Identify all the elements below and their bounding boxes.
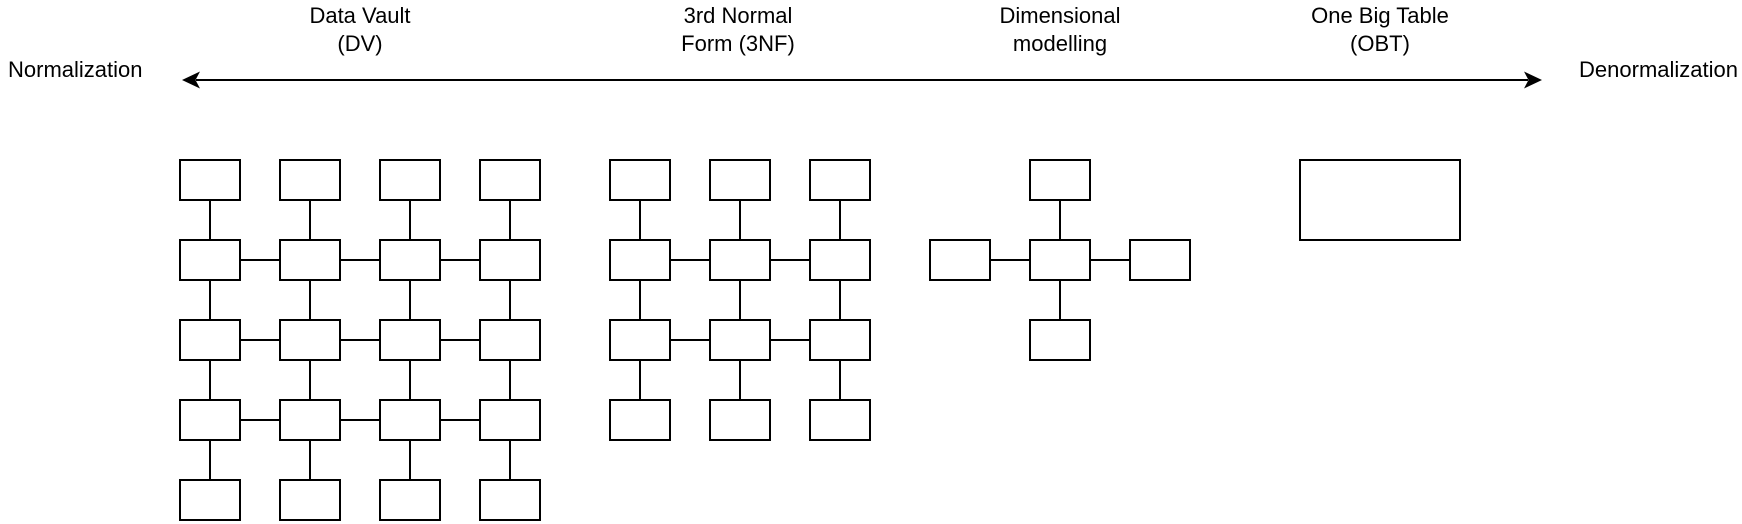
arrowhead-left-icon: [182, 71, 200, 89]
third-normal-form-table-box: [609, 319, 671, 361]
arrowhead-right-icon: [1524, 71, 1542, 89]
dimensional-modelling-table-box: [1129, 239, 1191, 281]
data-vault-table-box: [379, 319, 441, 361]
data-vault-table-box: [279, 319, 341, 361]
third-normal-form-table-box: [609, 399, 671, 441]
third-normal-form-table-box: [709, 239, 771, 281]
third-normal-form-table-box: [709, 159, 771, 201]
third-normal-form-table-box: [809, 319, 871, 361]
dimensional-modelling-label-line2: modelling: [1012, 31, 1108, 56]
dimensional-modelling-table-box: [1029, 239, 1091, 281]
third-normal-form-table-box: [709, 319, 771, 361]
one-big-table-label-line2: (OBT): [1350, 31, 1410, 56]
third-normal-form-label-line2: Form (3NF): [681, 31, 795, 56]
data-vault-table-box: [279, 159, 341, 201]
dimensional-modelling-table-box: [929, 239, 991, 281]
one-big-table-label: One Big Table (OBT): [1311, 2, 1449, 58]
data-vault-table-box: [379, 399, 441, 441]
data-vault-table-box: [179, 319, 241, 361]
data-vault-table-box: [379, 159, 441, 201]
normalization-label: Normalization: [8, 57, 143, 82]
data-vault-label: Data Vault (DV): [309, 2, 410, 58]
data-vault-table-box: [479, 479, 541, 521]
data-vault-table-box: [479, 319, 541, 361]
data-vault-table-box: [179, 479, 241, 521]
data-vault-table-box: [279, 239, 341, 281]
third-normal-form-table-box: [609, 239, 671, 281]
data-vault-table-box: [379, 239, 441, 281]
data-vault-table-box: [179, 239, 241, 281]
data-vault-table-box: [479, 399, 541, 441]
data-vault-table-box: [379, 479, 441, 521]
data-vault-label-line1: Data Vault: [309, 3, 411, 28]
dimensional-modelling-label-line1: Dimensional: [999, 3, 1121, 28]
denormalization-label: Denormalization: [1579, 57, 1738, 82]
dimensional-modelling-table-box: [1029, 159, 1091, 201]
third-normal-form-table-box: [709, 399, 771, 441]
third-normal-form-table-box: [809, 159, 871, 201]
third-normal-form-label: 3rd Normal Form (3NF): [681, 2, 795, 58]
data-vault-table-box: [479, 239, 541, 281]
dimensional-modelling-table-box: [1029, 319, 1091, 361]
data-vault-table-box: [279, 399, 341, 441]
third-normal-form-table-box: [809, 399, 871, 441]
third-normal-form-table-box: [609, 159, 671, 201]
data-vault-table-box: [479, 159, 541, 201]
data-vault-table-box: [179, 159, 241, 201]
third-normal-form-table-box: [809, 239, 871, 281]
dimensional-modelling-label: Dimensional modelling: [999, 2, 1120, 58]
data-vault-table-box: [279, 479, 341, 521]
data-vault-table-box: [179, 399, 241, 441]
data-vault-label-line2: (DV): [337, 31, 383, 56]
one-big-table-table-box: [1299, 159, 1461, 241]
one-big-table-label-line1: One Big Table: [1311, 3, 1449, 28]
third-normal-form-label-line1: 3rd Normal: [683, 3, 793, 28]
